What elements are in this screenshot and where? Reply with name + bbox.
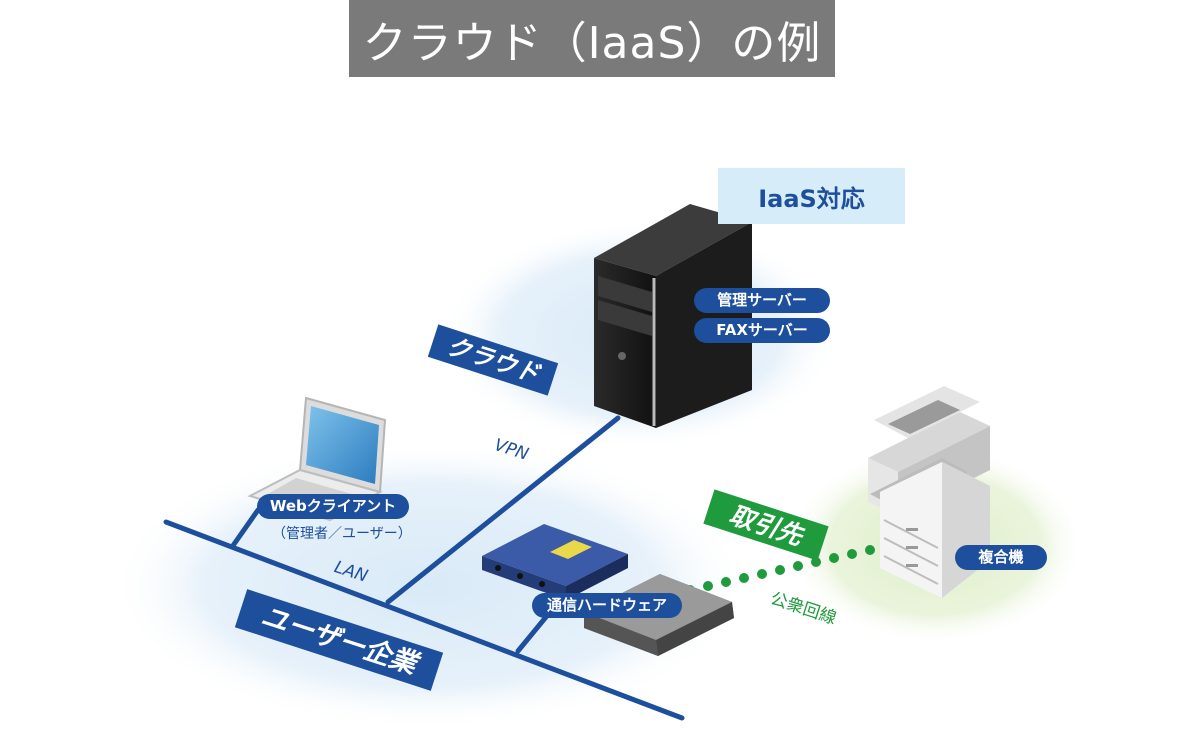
comm-hardware-label: 通信ハードウェア	[532, 593, 682, 618]
server-label-fax: FAXサーバー	[694, 318, 830, 343]
mfp-label: 複合機	[955, 545, 1047, 570]
server-label-management: 管理サーバー	[694, 288, 830, 313]
lan-backbone	[163, 519, 685, 721]
diagram-title: クラウド（IaaS）の例	[349, 0, 835, 77]
iaas-label: IaaS対応	[718, 168, 905, 224]
web-client-sublabel: （管理者／ユーザー）	[272, 526, 412, 542]
vpn-line	[385, 415, 621, 605]
web-client-label: Webクライアント	[257, 494, 409, 519]
laptop-drop	[229, 507, 261, 550]
